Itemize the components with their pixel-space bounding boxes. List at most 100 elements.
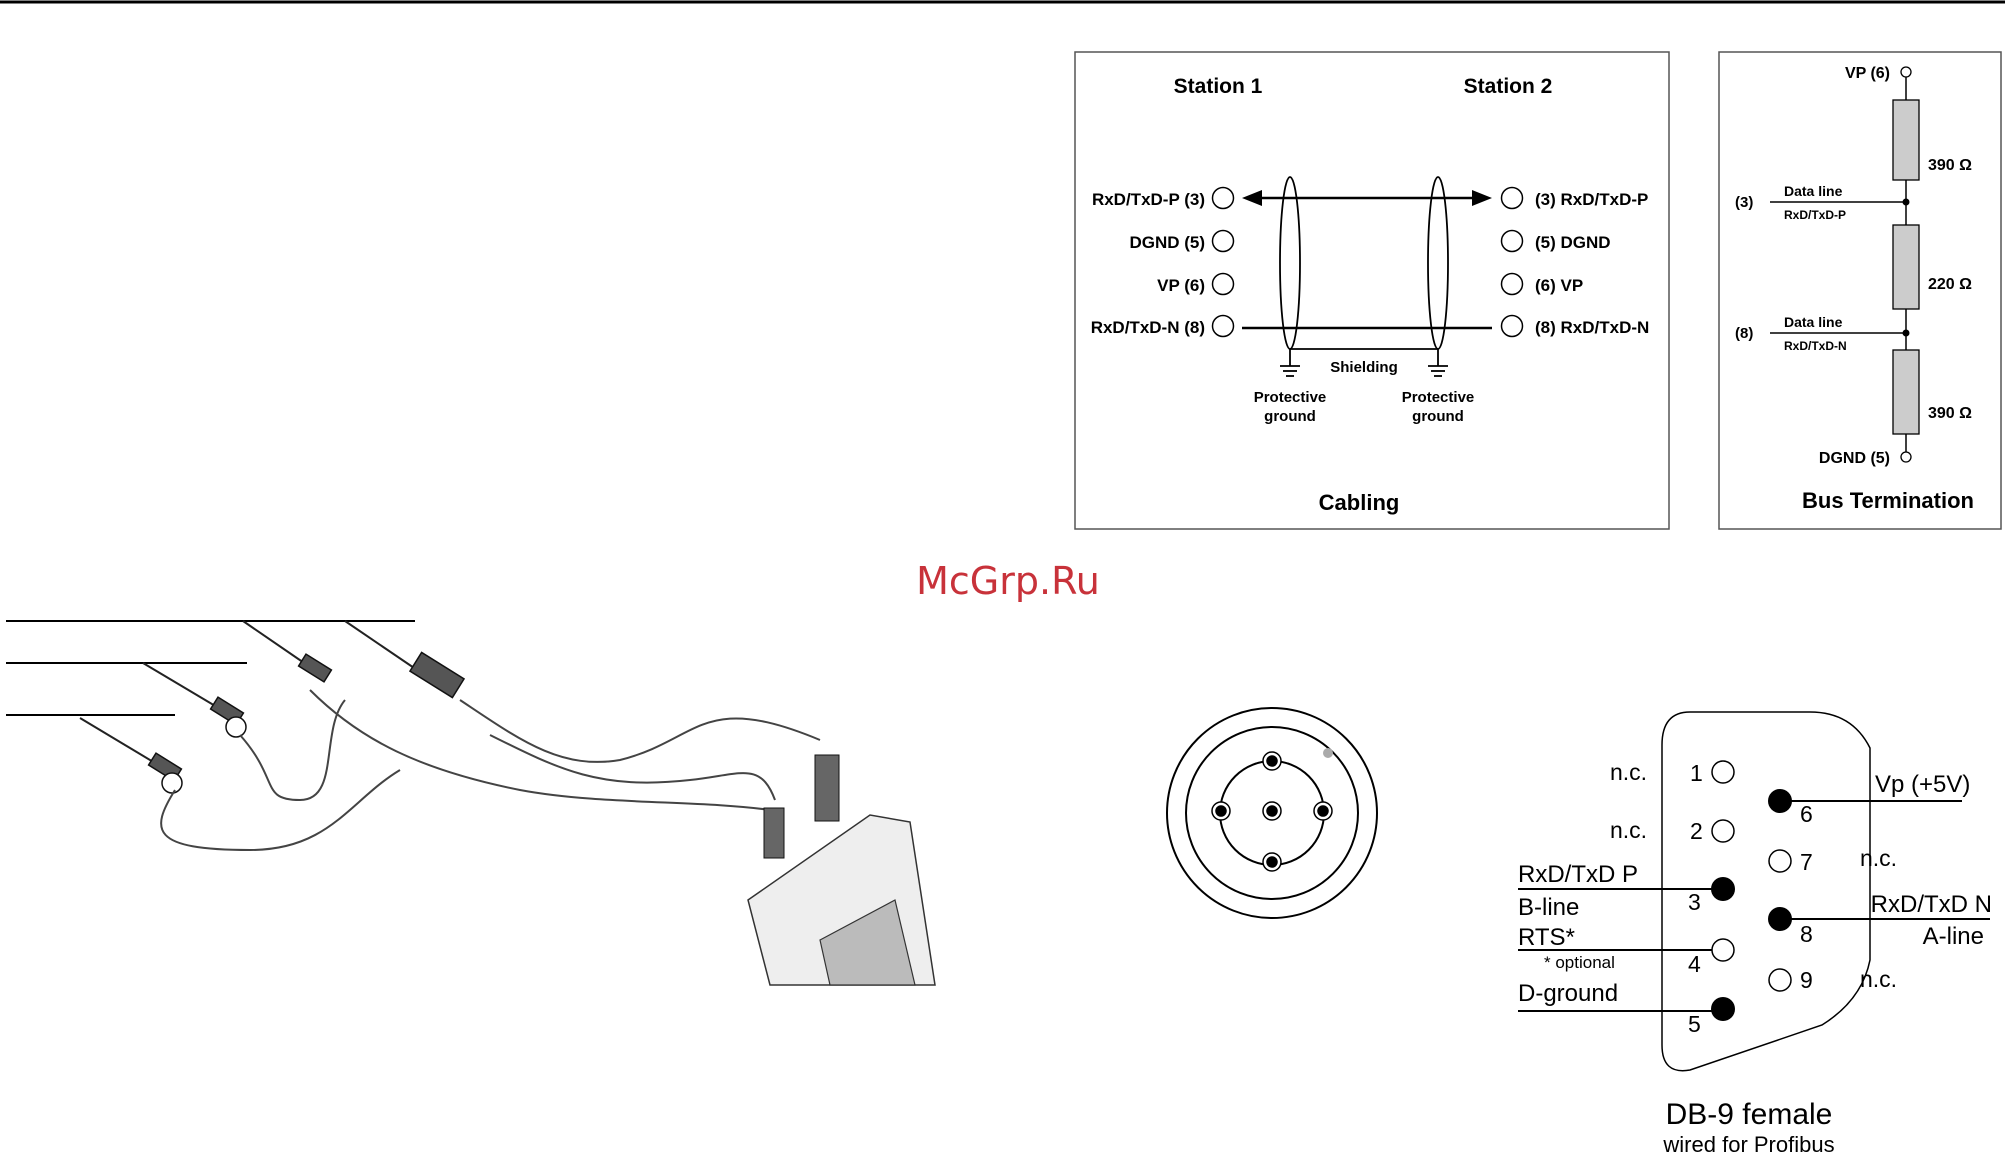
bus-termination-panel: VP (6) 390 Ω 220 Ω 390 Ω (3) Data line R… xyxy=(1718,51,2002,530)
right-pin-label: (8) RxD/TxD-N xyxy=(1535,318,1649,337)
rts-label: RTS* xyxy=(1518,924,1575,951)
coding-key-dot xyxy=(1323,748,1333,758)
right-pin-label: (3) RxD/TxD-P xyxy=(1535,190,1648,209)
bus-termination-caption: Bus Termination xyxy=(1802,488,1974,513)
line-p-name: RxD/TxD-P xyxy=(1784,208,1846,222)
test-lead xyxy=(489,734,776,801)
cabling-caption: Cabling xyxy=(1319,490,1400,515)
optional-note: * optional xyxy=(1544,953,1615,972)
watermark: McGrp.Ru xyxy=(916,559,1100,603)
pin-number: 6 xyxy=(1800,801,1813,827)
arrow-right-icon xyxy=(1472,190,1492,206)
pin-number: 1 xyxy=(1690,760,1703,786)
ground-icon xyxy=(1428,349,1448,377)
protective-ground-label: ground xyxy=(1412,408,1464,425)
protective-ground-label: Protective xyxy=(1254,389,1327,406)
shielding-label: Shielding xyxy=(1330,359,1398,376)
rxd-n-label: RxD/TxD N xyxy=(1871,891,1992,918)
db9-pin-2 xyxy=(1711,819,1735,843)
db9-pin-5 xyxy=(1711,997,1735,1021)
rxd-p-label: RxD/TxD P xyxy=(1518,861,1638,888)
db9-pin-1 xyxy=(1711,760,1735,784)
test-lead xyxy=(309,689,771,811)
junction-dot xyxy=(1902,198,1910,206)
dgnd-terminal xyxy=(1900,451,1912,463)
nc-label: n.c. xyxy=(1860,845,1897,871)
vp-label: VP (6) xyxy=(1845,65,1890,82)
line-p-title: Data line xyxy=(1784,183,1843,199)
db9-panel-background xyxy=(1516,706,2005,1161)
bnc-connector xyxy=(763,807,785,859)
probe-tip xyxy=(79,620,421,767)
b-line-label: B-line xyxy=(1518,894,1579,921)
db9-pin-4 xyxy=(1711,938,1735,962)
probe-clip xyxy=(161,716,247,794)
left-pin-label: RxD/TxD-N (8) xyxy=(1091,318,1205,337)
resistor-220 xyxy=(1892,224,1920,310)
nc-label: n.c. xyxy=(1860,966,1897,992)
nc-label: n.c. xyxy=(1610,759,1647,785)
d-ground-label: D-ground xyxy=(1518,980,1618,1007)
protective-ground-label: Protective xyxy=(1402,389,1475,406)
cabling-panel: Station 1 Station 2 RxD/TxD-P (3) DGND (… xyxy=(1074,51,1670,530)
dgnd-label: DGND (5) xyxy=(1819,450,1890,467)
m12-connector xyxy=(1166,707,1378,919)
db9-shell xyxy=(1661,711,1871,1072)
right-pin-terminal xyxy=(1500,229,1524,253)
line-p-number: (3) xyxy=(1735,194,1753,211)
connector-pin xyxy=(1211,751,1333,872)
left-pin-label: VP (6) xyxy=(1157,276,1205,295)
left-pin-terminal xyxy=(1211,186,1235,210)
pin-number: 9 xyxy=(1800,967,1813,993)
bus-termination-frame xyxy=(1718,51,2002,530)
scopemeter-screen xyxy=(819,899,916,986)
cabling-frame xyxy=(1074,51,1670,530)
right-pin-terminal xyxy=(1500,314,1524,338)
resistor-390-top xyxy=(1892,99,1920,181)
resistor-390-bottom xyxy=(1892,349,1920,435)
protective-ground-label: ground xyxy=(1264,408,1316,425)
left-pin-terminal xyxy=(1211,272,1235,296)
test-lead xyxy=(239,699,346,802)
right-pin-label: (5) DGND xyxy=(1535,233,1611,252)
pin-number: 2 xyxy=(1690,818,1703,844)
test-lead xyxy=(160,769,401,852)
vp-terminal xyxy=(1900,66,1912,78)
left-pin-terminal xyxy=(1211,229,1235,253)
resistor-value: 390 Ω xyxy=(1928,405,1972,422)
bnc-connector xyxy=(814,754,840,822)
test-lead xyxy=(459,699,821,763)
db9-subtitle: wired for Profibus xyxy=(1662,1132,1834,1157)
right-pin-terminal xyxy=(1500,272,1524,296)
right-pin-terminal xyxy=(1500,186,1524,210)
ground-icon xyxy=(1280,349,1300,377)
line-n-name: RxD/TxD-N xyxy=(1784,339,1847,353)
pin-number: 5 xyxy=(1688,1011,1701,1037)
probe-body xyxy=(147,651,466,782)
left-pin-label: RxD/TxD-P (3) xyxy=(1092,190,1205,209)
station-1-label: Station 1 xyxy=(1174,75,1263,98)
junction-dot xyxy=(1902,329,1910,337)
arrow-left-icon xyxy=(1242,190,1262,206)
pin-number: 3 xyxy=(1688,889,1701,915)
connector-inner-ring xyxy=(1185,726,1359,900)
nc-label: n.c. xyxy=(1610,817,1647,843)
db9-pin-7 xyxy=(1768,849,1792,873)
db9-connector: 1 n.c. 2 n.c. 3 RxD/TxD P B-line 4 RTS* … xyxy=(1516,706,2005,1161)
db9-title: DB-9 female xyxy=(1666,1098,1833,1131)
test-leads-illustration xyxy=(6,620,936,986)
left-pin-label: DGND (5) xyxy=(1129,233,1205,252)
pin-number: 8 xyxy=(1800,921,1813,947)
pin-number: 7 xyxy=(1800,849,1813,875)
vp-5v-label: Vp (+5V) xyxy=(1875,771,1970,798)
left-pin-terminal xyxy=(1211,314,1235,338)
a-line-label: A-line xyxy=(1923,923,1984,950)
pin-number: 4 xyxy=(1688,951,1701,977)
station-2-label: Station 2 xyxy=(1464,75,1553,98)
db9-pin-9 xyxy=(1768,968,1792,992)
right-pin-label: (6) VP xyxy=(1535,276,1583,295)
resistor-value: 220 Ω xyxy=(1928,276,1972,293)
resistor-value: 390 Ω xyxy=(1928,157,1972,174)
line-n-title: Data line xyxy=(1784,314,1843,330)
